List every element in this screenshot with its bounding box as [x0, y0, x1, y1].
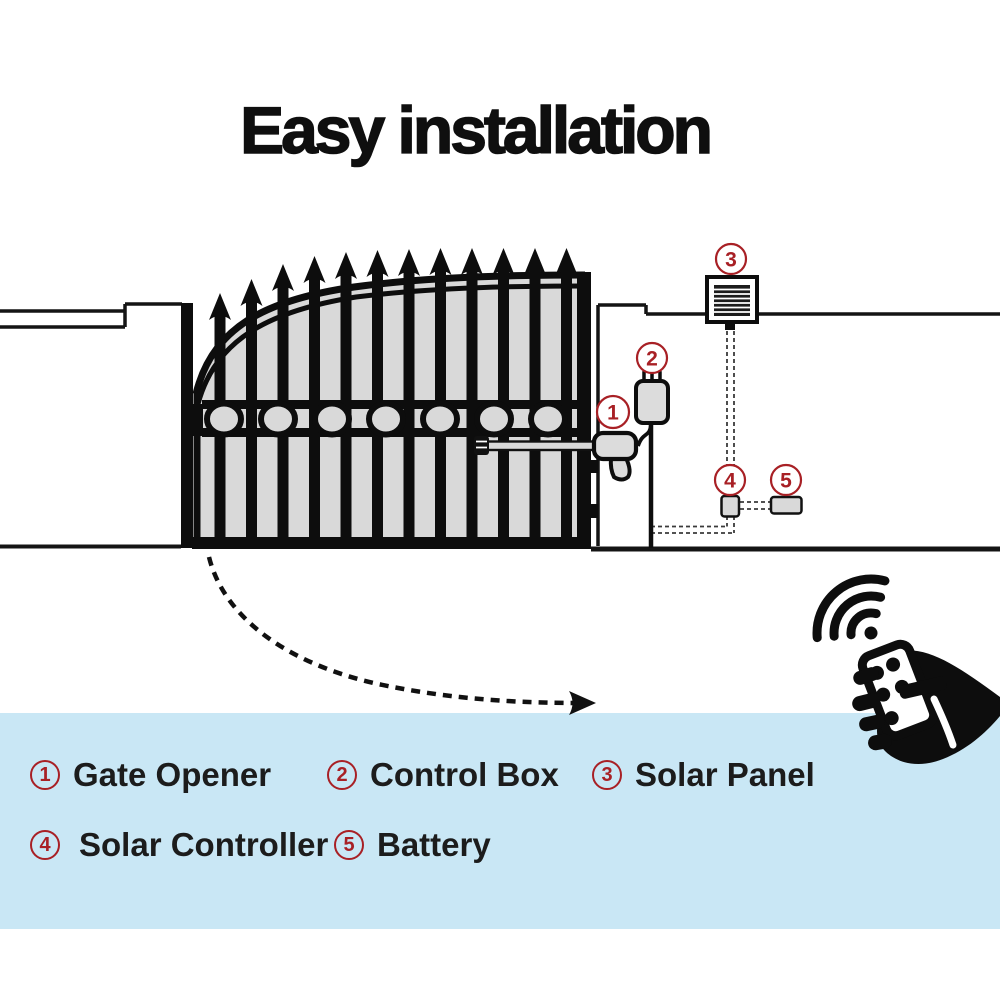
- svg-text:2: 2: [646, 348, 658, 371]
- callout-5: 5: [769, 463, 803, 497]
- svg-text:5: 5: [780, 470, 792, 493]
- solar-panel-icon: [705, 275, 759, 330]
- page-title: Easy installation: [239, 92, 713, 168]
- opener-cable: [636, 423, 653, 447]
- legend-label: Solar Panel: [635, 756, 815, 793]
- legend-label: Solar Controller: [79, 826, 329, 863]
- legend-number-circle: 3: [592, 760, 622, 790]
- legend-label: Gate Opener: [73, 756, 272, 793]
- swing-direction-arrow: [206, 556, 596, 715]
- gate-band-rings: [204, 400, 568, 438]
- legend-item-battery: 5 Battery: [334, 826, 491, 863]
- remote-hand-icon: [812, 574, 1000, 765]
- legend-item-gate-opener: 1 Gate Opener: [30, 756, 272, 793]
- svg-text:3: 3: [725, 249, 737, 272]
- fence-wall-right: [591, 303, 1000, 552]
- hand-thumb: [898, 676, 947, 699]
- control-box-icon: [634, 369, 670, 425]
- svg-text:1: 1: [607, 402, 619, 425]
- fence-wall-left: [0, 302, 182, 549]
- gate-hinge: [590, 504, 598, 518]
- signal-waves-icon: [812, 574, 890, 643]
- callout-1: 1: [595, 394, 631, 430]
- legend-item-solar-controller: 4 Solar Controller: [30, 826, 329, 863]
- legend-number-circle: 2: [327, 760, 357, 790]
- solar-controller-icon: [720, 494, 741, 518]
- legend-label: Control Box: [370, 756, 559, 793]
- legend-label: Battery: [377, 826, 491, 863]
- callout-2: 2: [635, 341, 669, 375]
- battery-icon: [769, 495, 803, 515]
- wiring-dashed-lines: [651, 331, 771, 534]
- gate-opener-icon: [474, 430, 639, 482]
- legend-item-solar-panel: 3 Solar Panel: [592, 756, 815, 793]
- hand-fingers: [852, 667, 892, 751]
- svg-text:4: 4: [724, 470, 736, 493]
- legend-band: [0, 713, 1000, 929]
- gate-icon: [181, 248, 598, 549]
- gate-hinge: [590, 460, 598, 473]
- legend-number-circle: 1: [30, 760, 60, 790]
- callout-4: 4: [713, 463, 747, 497]
- legend-number-circle: 4: [30, 830, 60, 860]
- callout-3: 3: [714, 242, 748, 276]
- legend-number-circle: 5: [334, 830, 364, 860]
- legend-item-control-box: 2 Control Box: [327, 756, 559, 793]
